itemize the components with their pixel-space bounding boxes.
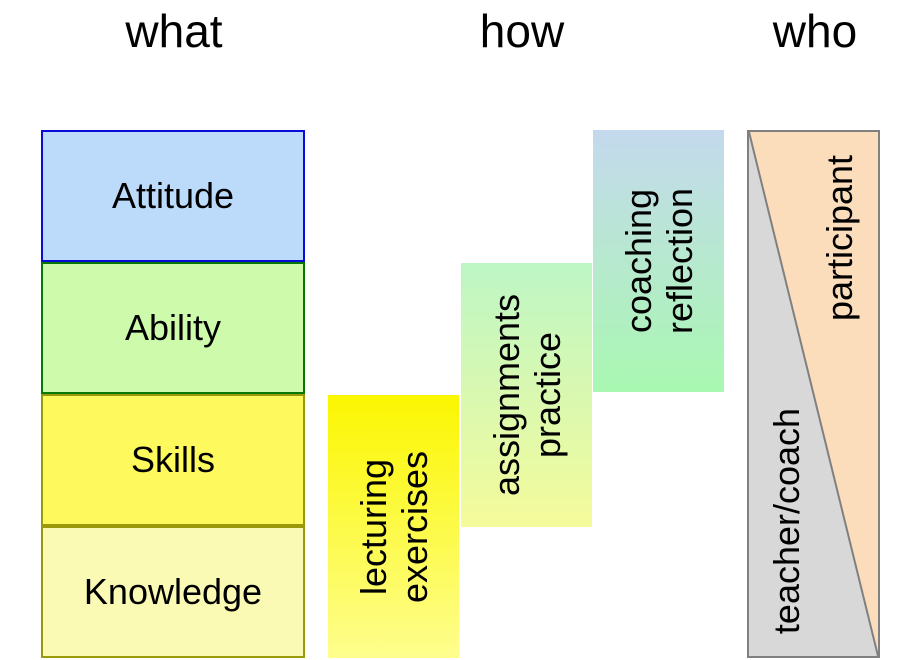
column-header-how: how	[479, 5, 565, 57]
how-box-lecturing-exercises: lecturing exercises	[328, 395, 459, 658]
what-box-attitude: Attitude	[41, 130, 305, 262]
how-box-assignments-practice: assignments practice	[461, 263, 592, 527]
what-box-knowledge-label: Knowledge	[83, 571, 263, 612]
how-label-line2: reflection	[658, 187, 700, 335]
what-box-knowledge: Knowledge	[41, 526, 305, 658]
what-box-attitude-label: Attitude	[111, 175, 235, 216]
column-header-what: what	[125, 5, 223, 57]
who-participant-label: participant	[819, 154, 860, 322]
how-label-line1: lecturing	[352, 458, 394, 595]
column-header-who: who	[772, 5, 858, 57]
what-box-skills-label: Skills	[130, 439, 215, 480]
what-box-skills: Skills	[41, 394, 305, 526]
how-box-lecturing-exercises-label: lecturing exercises	[352, 450, 434, 602]
what-box-ability-label: Ability	[124, 307, 222, 348]
how-box-assignments-practice-label: assignments practice	[485, 294, 567, 496]
how-label-line2: practice	[526, 331, 568, 459]
how-label-line1: coaching	[617, 188, 659, 334]
who-diagonal-divider	[749, 132, 878, 656]
who-box: participant teacher/coach	[747, 130, 880, 658]
how-box-coaching-reflection: coaching reflection	[593, 130, 724, 392]
how-label-line1: assignments	[485, 293, 527, 497]
what-box-ability: Ability	[41, 262, 305, 394]
how-box-coaching-reflection-label: coaching reflection	[617, 188, 699, 334]
how-label-line2: exercises	[393, 450, 435, 603]
who-teacher-label: teacher/coach	[766, 407, 807, 635]
